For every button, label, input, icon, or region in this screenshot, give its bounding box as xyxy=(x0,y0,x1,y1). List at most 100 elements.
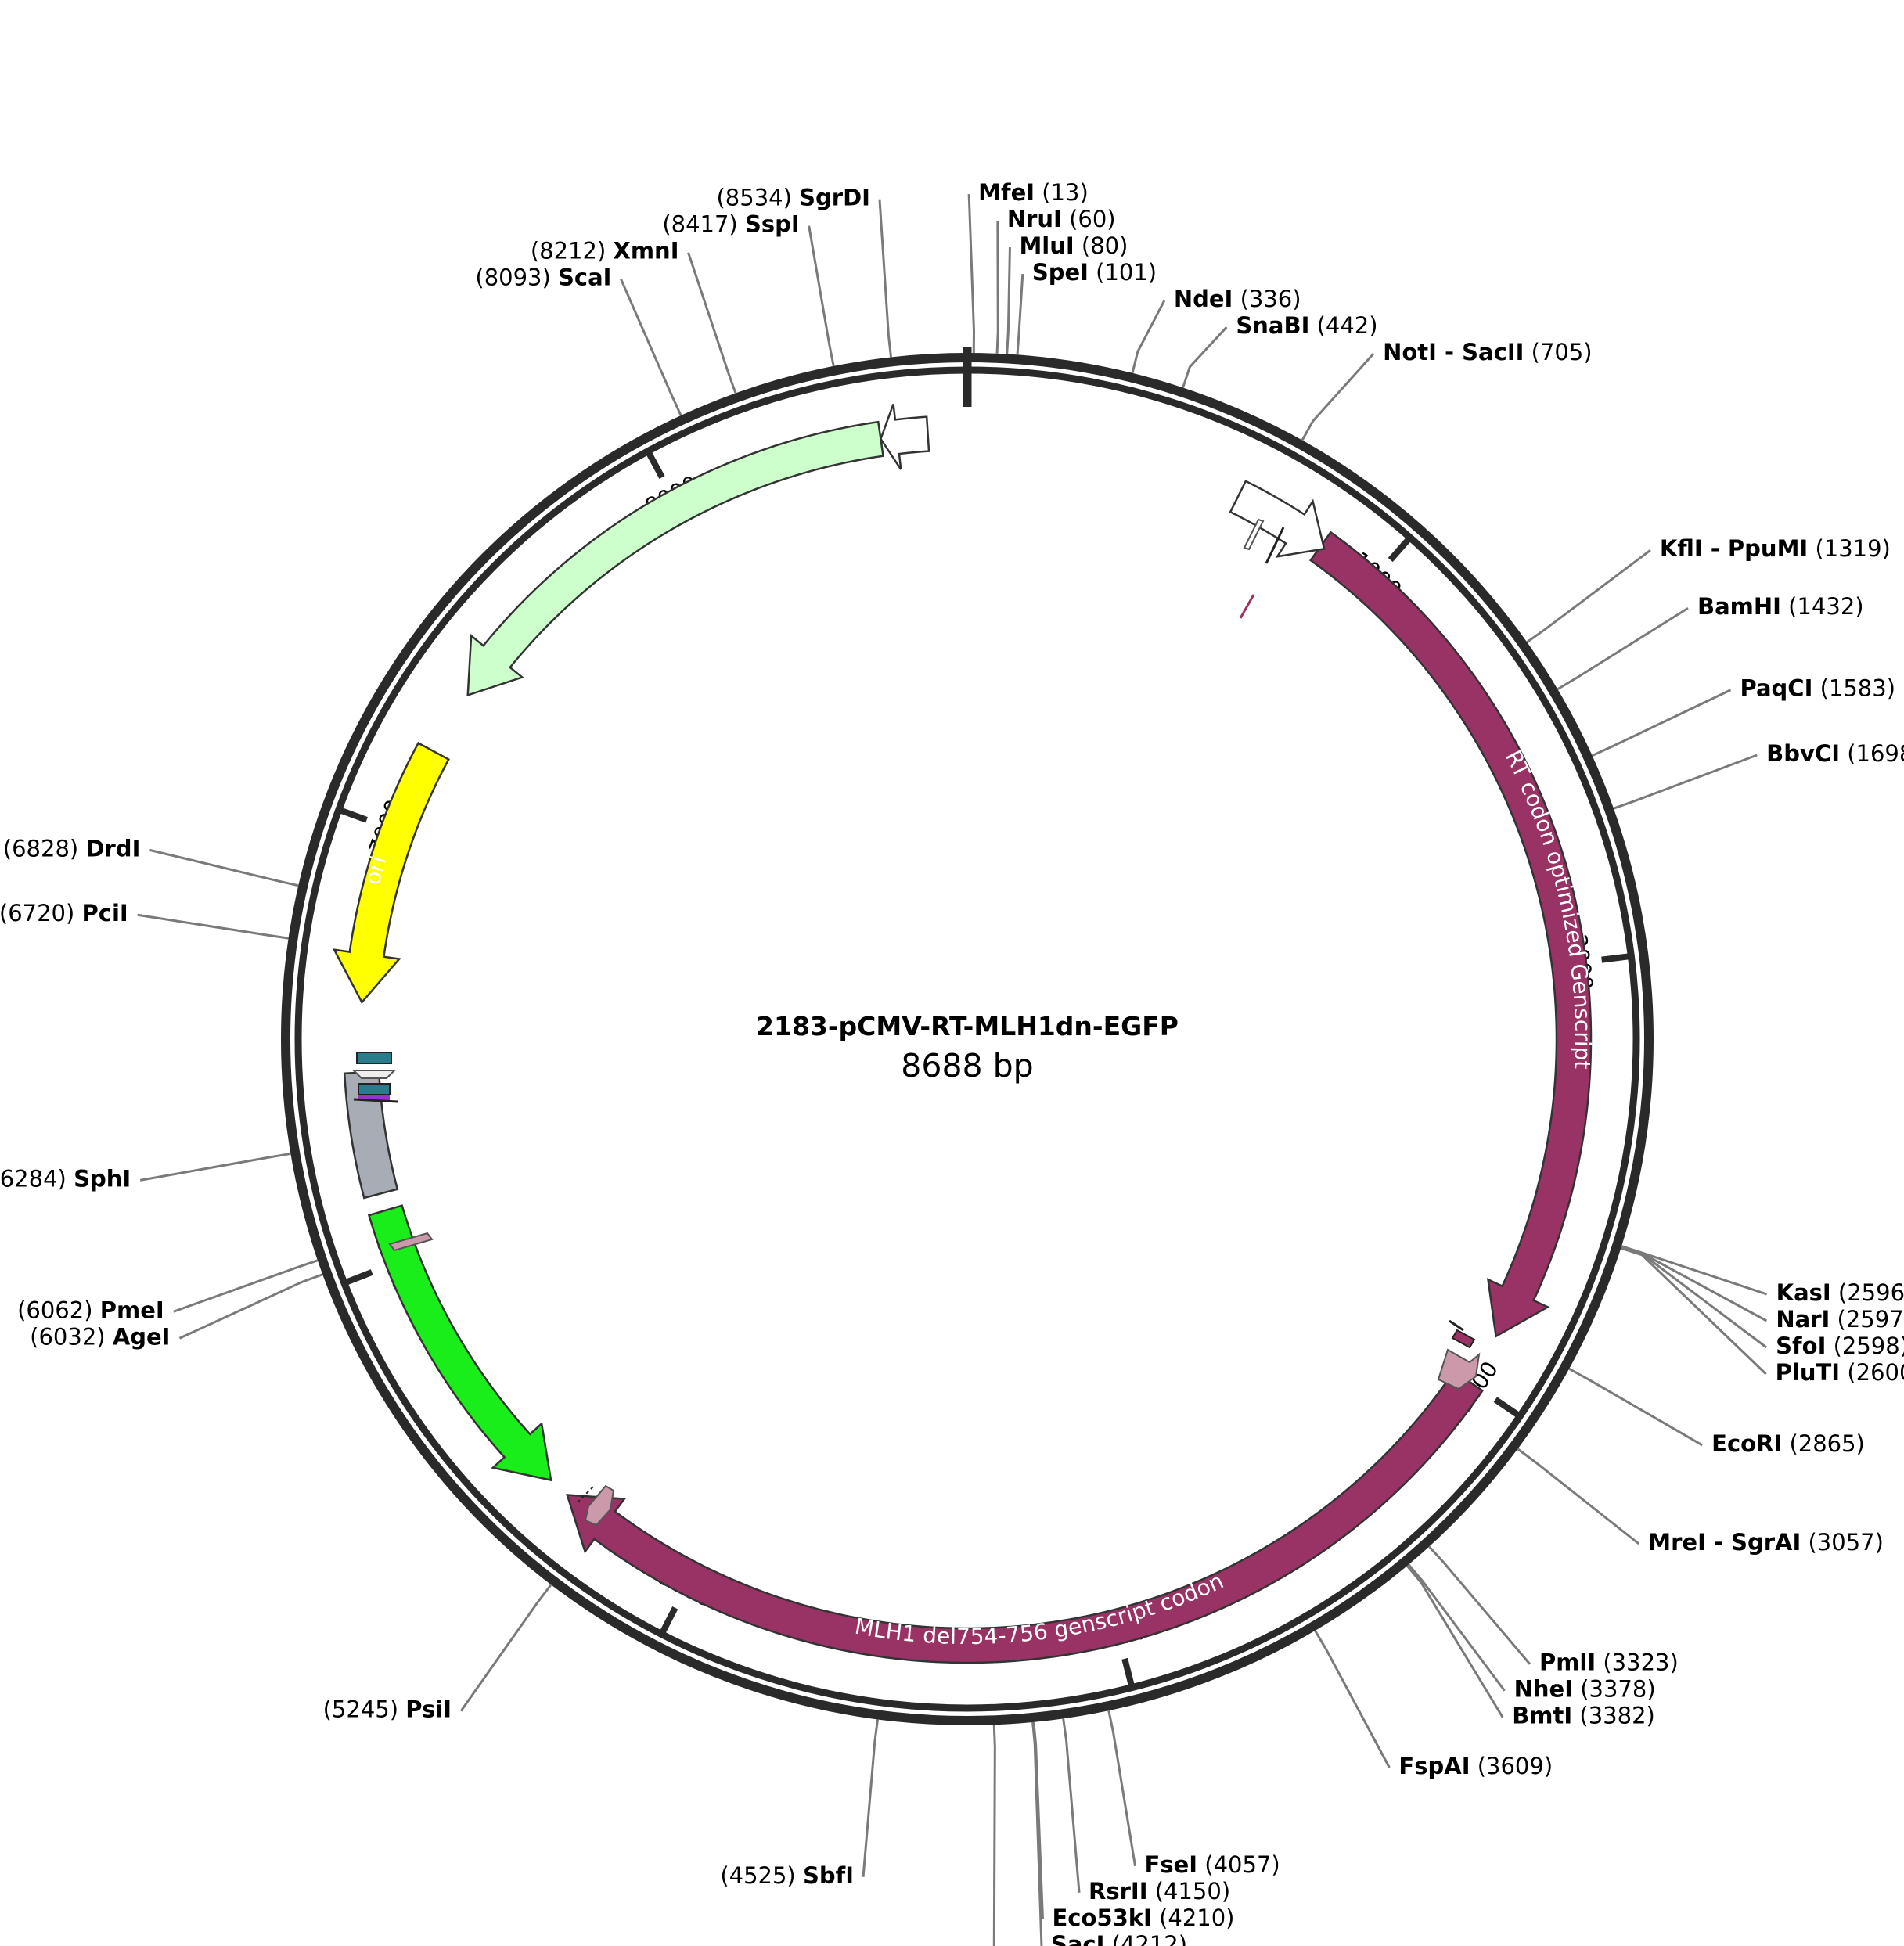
enzyme-leader-line xyxy=(967,193,976,354)
enzyme-site-xmni[interactable]: (8212) XmnI xyxy=(531,238,737,394)
enzyme-site-scai[interactable]: (8093) ScaI xyxy=(475,264,682,416)
enzyme-site-kfli-ppumi[interactable]: KflI - PpuMI (1319) xyxy=(1526,535,1891,643)
enzyme-label: Eco53kI (4210) xyxy=(1052,1905,1234,1931)
enzyme-label: MfeI (13) xyxy=(978,179,1089,206)
small-marker-5330 xyxy=(584,1484,615,1527)
enzyme-site-fsei[interactable]: FseI (4057) xyxy=(1107,1710,1280,1878)
enzyme-label: PluTI (2600) xyxy=(1776,1359,1904,1386)
feature-ampr[interactable] xyxy=(466,420,884,697)
feature-promoter-white-right[interactable] xyxy=(1229,480,1326,558)
small-marker-6140 xyxy=(388,1232,434,1252)
tick-7000 xyxy=(340,808,368,823)
feature-mlh1-del[interactable] xyxy=(566,1369,1485,1664)
enzyme-label: (6284) SphI xyxy=(0,1165,131,1192)
enzyme-leader-line xyxy=(139,1152,291,1182)
enzyme-leader-line xyxy=(1031,1721,1043,1946)
enzyme-leader-line xyxy=(1182,326,1228,388)
enzyme-site-pspxi[interactable]: PspXI (4290) xyxy=(992,1725,1158,1946)
enzyme-site-sgrdi[interactable]: (8534) SgrDI xyxy=(716,185,893,358)
enzyme-label: (8212) XmnI xyxy=(531,238,679,264)
tick-5000 xyxy=(660,1606,678,1633)
enzyme-site-pmli[interactable]: PmlI (3323) xyxy=(1428,1545,1679,1676)
enzyme-site-spei[interactable]: SpeI (101) xyxy=(1016,259,1157,355)
enzyme-site-ndei[interactable]: NdeI (336) xyxy=(1131,286,1301,374)
enzyme-site-mfei[interactable]: MfeI (13) xyxy=(967,179,1089,354)
enzyme-site-rsrii[interactable]: RsrII (4150) xyxy=(1062,1718,1231,1905)
feature-rt-codon-optimized[interactable] xyxy=(1308,531,1593,1338)
enzyme-leader-line xyxy=(808,225,835,367)
enzyme-label: SnaBI (442) xyxy=(1236,312,1377,339)
enzyme-site-bamhi[interactable]: BamHI (1432) xyxy=(1557,593,1864,691)
enzyme-label: (8417) SspI xyxy=(662,211,799,238)
enzyme-site-bbvci[interactable]: BbvCI (1698) xyxy=(1613,740,1904,810)
small-marker-6650-line xyxy=(353,1098,398,1103)
small-marker-line-2900 xyxy=(1449,1319,1464,1332)
enzyme-site-mrei-sgrai[interactable]: MreI - SgrAI (3057) xyxy=(1517,1448,1884,1556)
enzyme-label: NdeI (336) xyxy=(1174,286,1301,312)
enzyme-label: MluI (80) xyxy=(1019,232,1128,259)
enzyme-leader-line xyxy=(1621,1245,1768,1322)
enzyme-site-noti-sacii[interactable]: NotI - SacII (705) xyxy=(1301,339,1593,441)
feature-promoter-white-left[interactable] xyxy=(880,404,930,470)
enzyme-leader-line xyxy=(995,221,999,354)
enzyme-site-pmei[interactable]: (6062) PmeI xyxy=(17,1259,319,1323)
tick-1000 xyxy=(1388,538,1411,563)
enzyme-site-nrui[interactable]: NruI (60) xyxy=(995,206,1116,354)
enzyme-leader-line xyxy=(878,199,893,358)
enzyme-leader-line xyxy=(1107,1710,1137,1867)
small-marker-860-line xyxy=(1265,527,1285,564)
enzyme-site-ecori[interactable]: EcoRI (2865) xyxy=(1568,1368,1865,1457)
enzyme-site-bmti[interactable]: BmtI (3382) xyxy=(1406,1565,1655,1729)
enzyme-leader-line xyxy=(1428,1545,1531,1665)
enzyme-leader-line xyxy=(1557,606,1689,691)
enzyme-leader-line xyxy=(1131,300,1166,374)
enzyme-label: (8534) SgrDI xyxy=(716,185,869,211)
enzyme-label: SacI (4212) xyxy=(1051,1931,1187,1946)
enzyme-label: BbvCI (1698) xyxy=(1766,740,1904,767)
enzyme-site-pluti[interactable]: PluTI (2600) xyxy=(1620,1246,1904,1386)
enzyme-site-saci[interactable]: SacI (4212) xyxy=(1031,1721,1187,1946)
enzyme-site-sphi[interactable]: (6284) SphI xyxy=(0,1152,291,1192)
enzyme-label: EcoRI (2865) xyxy=(1711,1430,1865,1457)
enzyme-leader-line xyxy=(149,848,299,887)
enzyme-label: PmlI (3323) xyxy=(1539,1649,1679,1676)
enzyme-site-pcii[interactable]: (6720) PciI xyxy=(0,900,289,940)
small-marker-2900 xyxy=(1451,1329,1476,1349)
enzyme-site-paqci[interactable]: PaqCI (1583) xyxy=(1592,675,1895,757)
small-marker-6650-b xyxy=(351,1070,397,1079)
enzyme-label: NruI (60) xyxy=(1007,206,1116,232)
plasmid-size: 8688 bp xyxy=(901,1047,1033,1085)
enzyme-site-eco53ki[interactable]: Eco53kI (4210) xyxy=(1032,1721,1235,1931)
enzyme-site-agei[interactable]: (6032) AgeI xyxy=(30,1273,323,1351)
enzyme-site-sbfi[interactable]: (4525) SbfI xyxy=(720,1719,880,1889)
enzyme-site-fspai[interactable]: FspAI (3609) xyxy=(1314,1630,1553,1779)
enzyme-site-mlui[interactable]: MluI (80) xyxy=(1006,232,1128,354)
feature-egfp[interactable] xyxy=(367,1204,552,1482)
small-feature-markers xyxy=(351,518,1481,1527)
enzyme-site-sspi[interactable]: (8417) SspI xyxy=(662,211,835,367)
feature-ori[interactable] xyxy=(332,741,450,1005)
enzyme-label: SpeI (101) xyxy=(1032,259,1157,286)
enzyme-site-psii[interactable]: (5245) PsiI xyxy=(323,1584,552,1723)
enzyme-label: (6032) AgeI xyxy=(30,1323,170,1350)
enzyme-site-snabi[interactable]: SnaBI (442) xyxy=(1182,312,1378,388)
enzyme-leader-line xyxy=(1006,247,1011,354)
enzyme-site-nari[interactable]: NarI (2597) xyxy=(1621,1245,1904,1333)
enzyme-label: (8093) ScaI xyxy=(475,264,611,291)
enzyme-label: NheI (3378) xyxy=(1514,1676,1656,1703)
enzyme-leader-line xyxy=(687,252,737,394)
enzyme-label: SfoI (2598) xyxy=(1776,1333,1904,1359)
enzyme-leader-line xyxy=(1301,353,1375,441)
enzyme-label: (6720) PciI xyxy=(0,900,128,926)
enzyme-site-kasi[interactable]: KasI (2596) xyxy=(1621,1245,1904,1306)
enzyme-label: FseI (4057) xyxy=(1145,1851,1280,1878)
tick-8000 xyxy=(646,452,665,479)
enzyme-leader-line xyxy=(137,913,289,940)
small-marker-2950 xyxy=(1437,1348,1481,1390)
enzyme-leader-line xyxy=(1621,1246,1768,1349)
enzyme-leader-line xyxy=(1517,1448,1640,1545)
enzyme-site-nhei[interactable]: NheI (3378) xyxy=(1407,1563,1656,1703)
enzyme-site-drdi[interactable]: (6828) DrdI xyxy=(3,835,299,887)
enzyme-label: NotI - SacII (705) xyxy=(1383,339,1593,365)
enzyme-label: PaqCI (1583) xyxy=(1740,675,1895,702)
